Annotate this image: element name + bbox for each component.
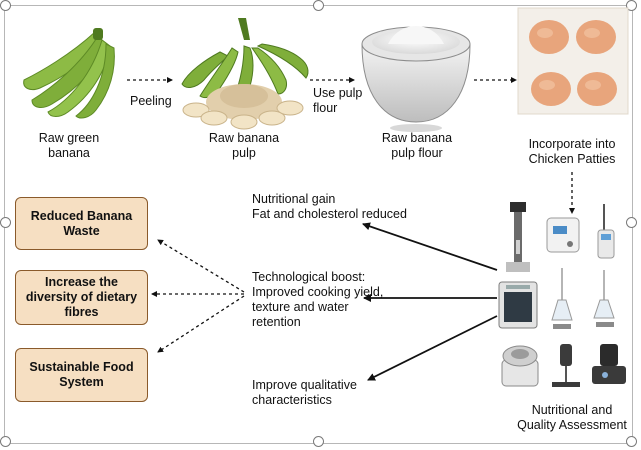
banana-pulp-icon [181,18,309,130]
resize-handle-bottom-left[interactable] [0,436,11,447]
water-activity-meter-icon [546,217,580,253]
arrow-to-sustainable [157,295,245,353]
effect-nutritional-label: Nutritional gain Fat and cholesterol red… [252,192,407,221]
effect-technological-label: Technological boost: Improved cooking yi… [252,270,384,329]
colorimeter-icon [592,344,626,384]
resize-handle-right[interactable] [626,217,637,228]
step-use-pulp-flour-label: Use pulp flour [313,86,363,115]
outcome-reduced-waste-box: Reduced Banana Waste [15,197,148,250]
homogenizer-icon [552,344,580,387]
soxhlet-apparatus-icon [551,268,573,329]
effect-qualitative-label: Improve qualitative characteristics [252,378,357,407]
green-banana-icon [23,28,115,119]
arrow-to-waste [157,239,245,293]
step-incorporate-label: Incorporate into Chicken Patties [528,137,616,166]
step-peeling-label: Peeling [130,94,172,108]
assessment-label: Nutritional and Quality Assessment [517,403,627,432]
resize-handle-top-right[interactable] [626,0,637,11]
resize-handle-bottom[interactable] [313,436,324,447]
centrifuge-icon [501,345,539,387]
arrow-to-qualitative [367,315,498,381]
resize-handle-bottom-right[interactable] [626,436,637,447]
chicken-patties-icon [517,7,629,115]
outcome-sustainable-label: Sustainable Food System [29,360,134,389]
outcome-fibres-label: Increase the diversity of dietary fibres [25,275,138,319]
outcome-sustainable-box: Sustainable Food System [15,348,148,402]
resize-handle-top[interactable] [313,0,324,11]
oven-icon [498,281,538,329]
arrow-to-nutritional [362,222,498,271]
flour-bowl-icon [361,26,471,132]
ph-meter-icon [597,204,615,259]
step-raw-banana-pulp-label: Raw banana pulp [208,131,280,160]
kjeldahl-apparatus-icon [593,270,615,327]
outcome-fibres-box: Increase the diversity of dietary fibres [15,270,148,325]
step-raw-green-banana-label: Raw green banana [38,131,100,160]
resize-handle-top-left[interactable] [0,0,11,11]
outcome-reduced-waste-label: Reduced Banana Waste [30,208,133,238]
step-raw-banana-pulp-flour-label: Raw banana pulp flour [381,131,453,160]
resize-handle-left[interactable] [0,217,11,228]
texture-analyzer-icon [506,202,530,272]
